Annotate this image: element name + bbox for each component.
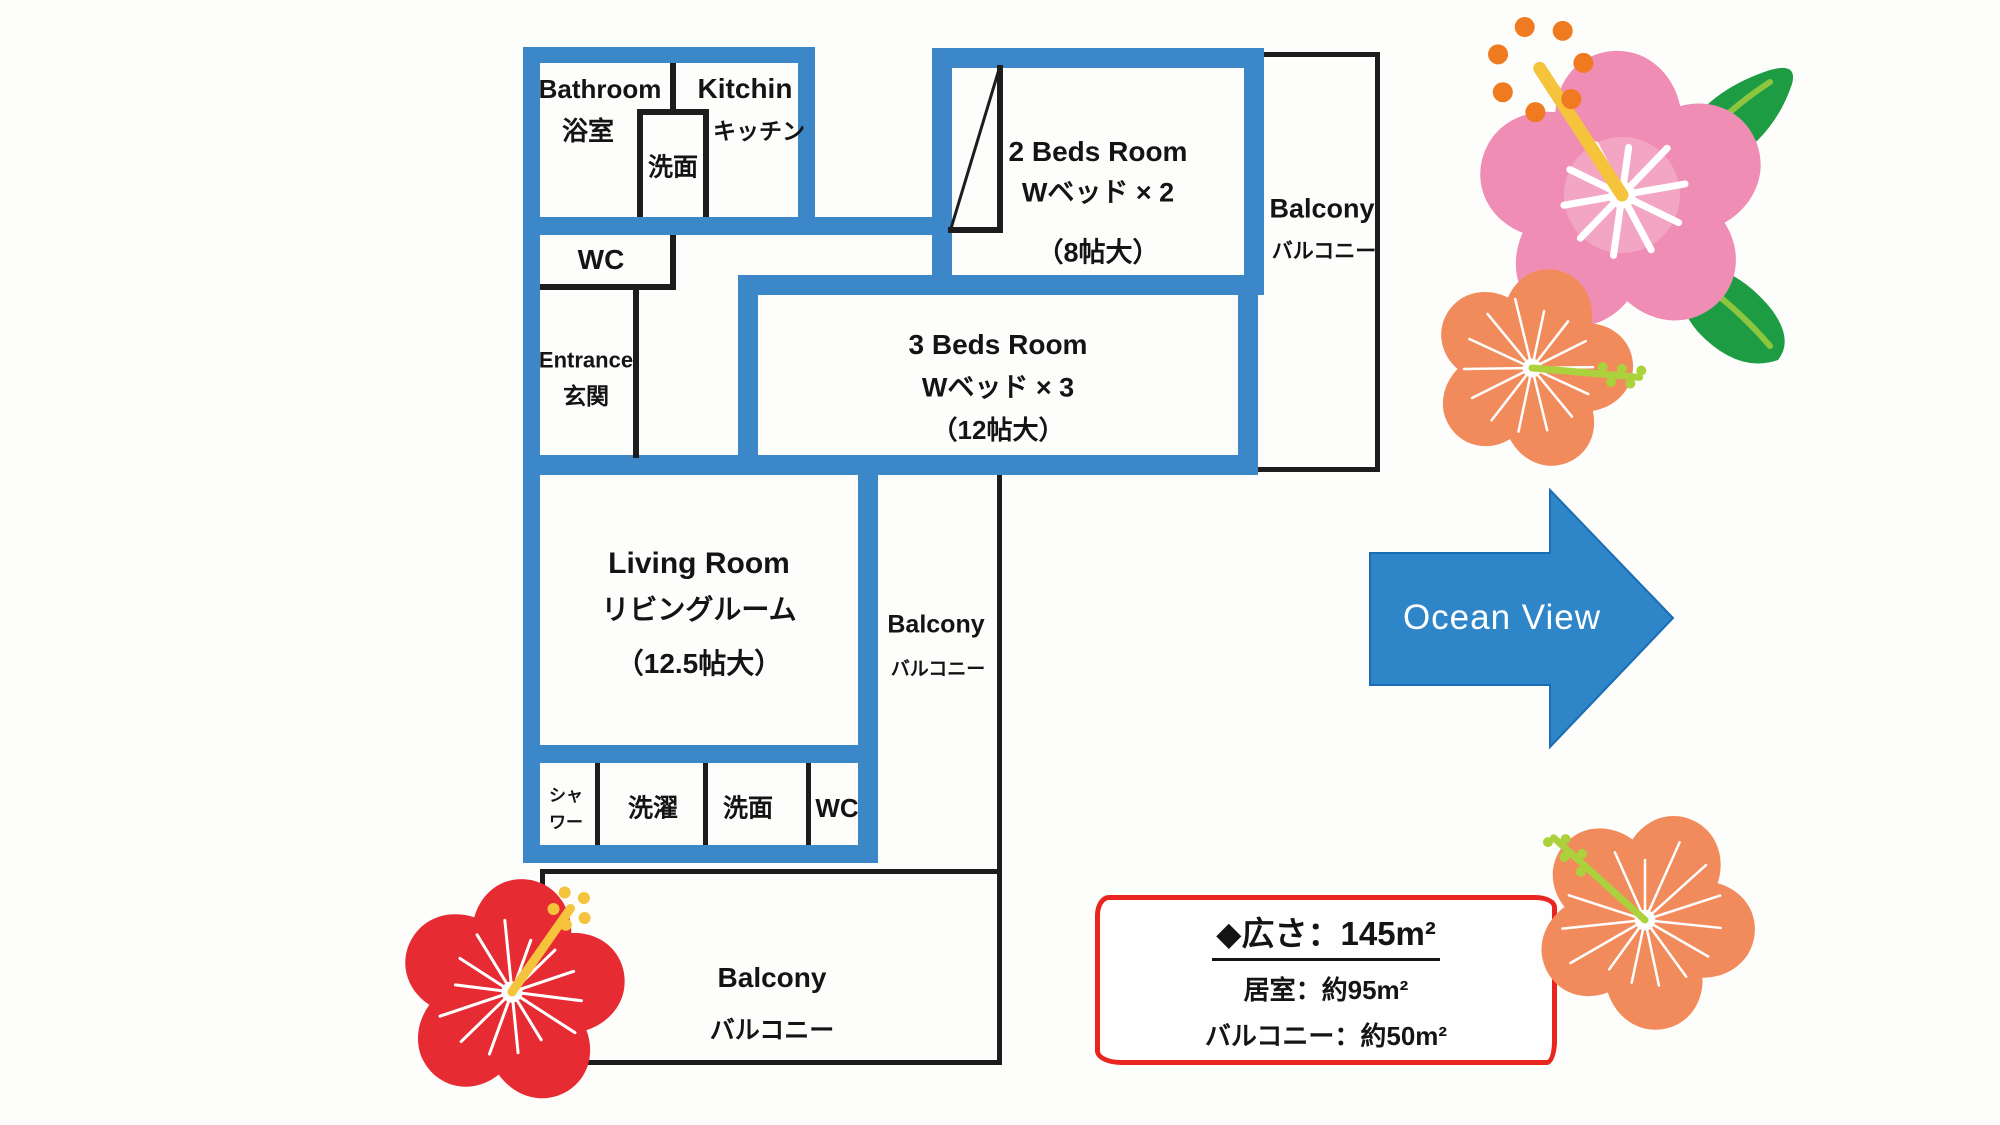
ocean-view-arrow-shape — [1369, 487, 1675, 750]
area-total-text: ◆広さ：145m² — [1212, 907, 1440, 961]
wall-balcony-right-bottom — [1258, 467, 1380, 472]
wc-top-label: WC — [577, 243, 625, 275]
wall-balcony-bottom-edge — [540, 1060, 1002, 1065]
balcony-bottom-label-en: Balcony — [717, 961, 827, 993]
bedroom2-label-en: 2 Beds Room — [1008, 135, 1188, 167]
entrance-label-ja: 玄関 — [563, 382, 609, 409]
wall-entrance-right — [633, 290, 639, 458]
entrance-label-en: Entrance — [538, 347, 634, 373]
living-label-ja: リビングルーム — [601, 593, 797, 625]
wall-living-bottom — [523, 745, 878, 763]
wall-bedroom2-top — [932, 48, 1264, 68]
wall-washroomtop-top — [637, 109, 709, 115]
wall-utility-divider-1 — [595, 763, 600, 845]
wall-bedroom2-closet-v — [997, 65, 1003, 233]
living-label-size: （12.5帖大） — [615, 647, 783, 679]
orange-hibiscus-icon — [1441, 269, 1647, 466]
wall-balcony-right-side — [1375, 52, 1380, 472]
wall-middle-band — [523, 455, 1258, 475]
balcony-right-label-ja: バルコニー — [1271, 239, 1377, 263]
wall-wc-right — [670, 235, 676, 290]
balcony-right-label-en: Balcony — [1269, 193, 1375, 224]
wall-utility-divider-2 — [703, 763, 708, 845]
bathroom-label-en: Bathroom — [538, 74, 662, 105]
area-balcony-text: バルコニー：約50m² — [1204, 1021, 1448, 1051]
shower-label-line2: ワー — [549, 813, 583, 832]
wall-utility-bottom — [523, 845, 878, 863]
wall-bedroom3-left — [738, 275, 758, 475]
ocean-view-arrow — [1369, 487, 1675, 750]
wall-washroomtop-right — [703, 109, 709, 217]
living-label-en: Living Room — [608, 546, 790, 580]
shower-label: シャ ワー — [549, 782, 583, 836]
washroom-top-label: 洗面 — [647, 153, 699, 182]
hibiscus-cluster-top-right — [1441, 17, 1794, 466]
hibiscus-red-bottom-left — [405, 879, 625, 1099]
area-info-box: ◆広さ：145m² 居室：約95m² バルコニー：約50m² — [1095, 895, 1557, 1065]
area-rooms-text: 居室：約95m² — [1243, 975, 1409, 1005]
shower-label-line1: シャ — [549, 785, 583, 805]
bathroom-label-ja: 浴室 — [561, 116, 615, 147]
bedroom2-door-swing-line — [949, 67, 1001, 228]
bedroom3-label-size: （12帖大） — [931, 415, 1065, 446]
wall-topblock-right — [798, 47, 815, 235]
wall-topblock-top — [523, 47, 815, 63]
wall-balcony-bottom-top — [540, 869, 1002, 874]
wall-bedroom2-closet-h — [948, 227, 1003, 233]
washroom-bottom-label: 洗面 — [722, 794, 774, 823]
wall-topblock-bottom — [523, 217, 952, 235]
ocean-view-label: Ocean View — [1402, 598, 1602, 637]
wall-balcony-middle-line — [997, 475, 1002, 1065]
hibiscus-orange-bottom-right — [1541, 816, 1755, 1030]
wall-bedroom3-right — [1238, 275, 1258, 475]
wc-bottom-label: WC — [815, 793, 859, 824]
wall-wc-bottom — [540, 284, 676, 290]
wall-utility-divider-3 — [806, 763, 811, 845]
wall-washroomtop-left — [637, 109, 643, 217]
wall-living-right — [858, 455, 878, 863]
bedroom2-label-beds: Wベッド × 2 — [1021, 177, 1175, 208]
wall-bedrooms-band — [738, 275, 1264, 295]
bedroom2-label-size: （8帖大） — [1036, 237, 1160, 268]
bedroom3-label-beds: Wベッド × 3 — [921, 372, 1075, 403]
bedroom3-label-en: 3 Beds Room — [908, 328, 1088, 360]
orange-hibiscus-icon — [1541, 816, 1755, 1030]
red-hibiscus-icon — [405, 879, 625, 1099]
wall-balcony-right-top — [1264, 52, 1380, 57]
balcony-bottom-label-ja: バルコニー — [709, 1016, 835, 1045]
wall-bedroom2-right — [1244, 48, 1264, 295]
balcony-middle-label-ja: バルコニー — [890, 659, 986, 681]
balcony-middle-label-en: Balcony — [887, 610, 985, 639]
wall-bedroom2-left — [932, 48, 952, 295]
laundry-label: 洗濯 — [627, 794, 679, 823]
kitchen-label-ja: キッチン — [713, 117, 805, 144]
wall-bathroom-kitchen-divider — [670, 63, 676, 115]
kitchen-label-en: Kitchin — [697, 72, 793, 104]
